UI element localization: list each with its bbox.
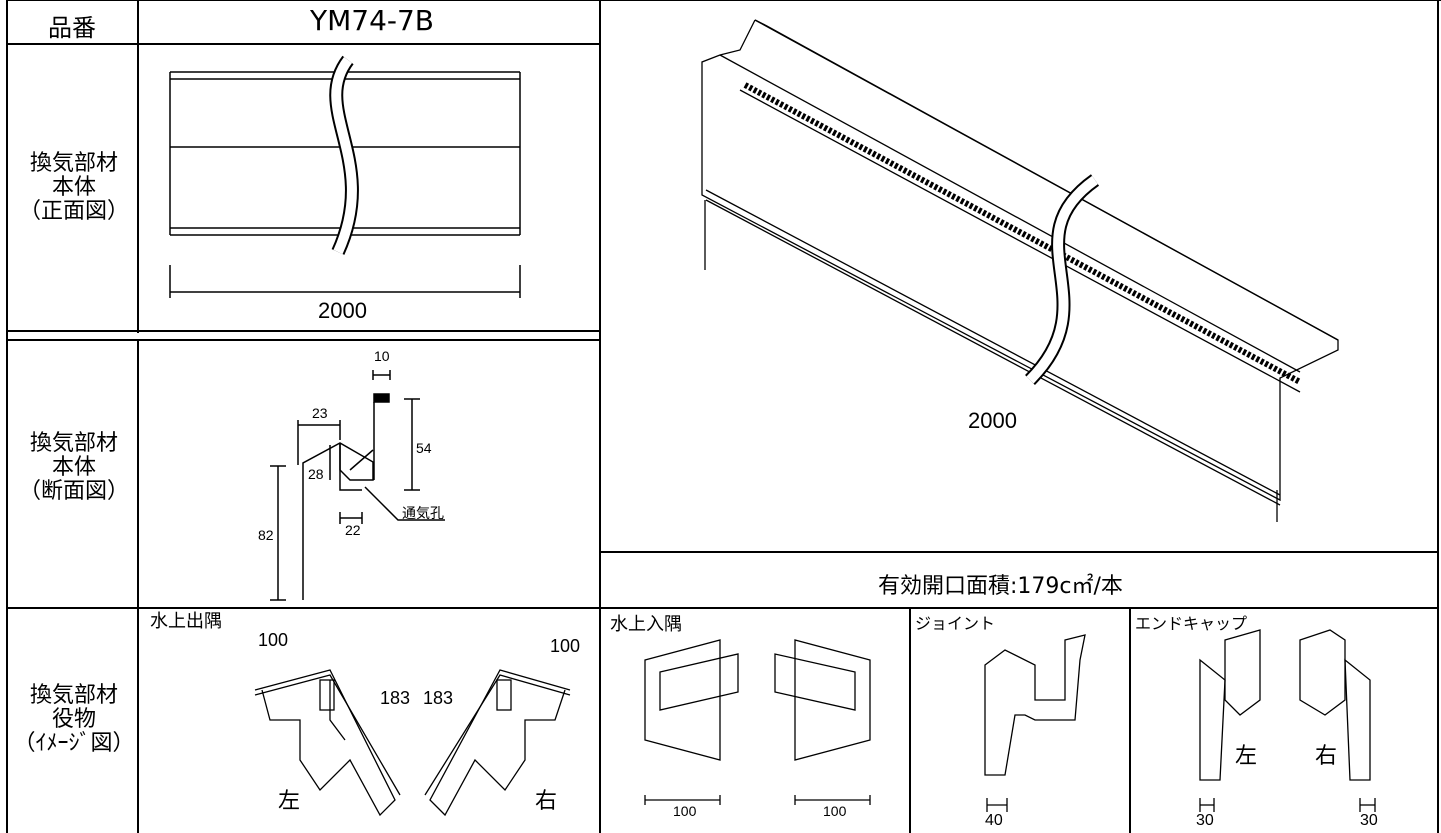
inner-corner-dim-right: 100	[823, 803, 847, 819]
end-cap-dim-right: 30	[1360, 812, 1378, 829]
section-view-label: 換気部材 本体 （断面図）	[12, 432, 136, 504]
label-line: （正面図）	[18, 199, 129, 224]
label-line: （ｲﾒｰｼﾞ図）	[13, 731, 135, 756]
dim-height-upper: 54	[416, 440, 432, 456]
label-line: 換気部材	[29, 431, 118, 456]
front-view-label: 換気部材 本体 （正面図）	[12, 152, 136, 224]
dim-inner-height: 28	[308, 466, 324, 482]
end-cap-right-label: 右	[1315, 744, 1338, 769]
inner-corner-title: 水上入隅	[610, 614, 682, 635]
end-cap-left-label: 左	[1235, 744, 1258, 769]
part-no-value: YM74-7B	[310, 4, 435, 37]
outer-corner-len-right: 183	[423, 688, 454, 708]
label-line: 役物	[51, 707, 96, 732]
front-view-drawing	[169, 55, 521, 298]
dim-flange: 23	[312, 405, 328, 421]
label-line: （断面図）	[18, 479, 129, 504]
outer-corner-dim-left: 100	[258, 630, 289, 650]
label-line: 本体	[51, 175, 96, 200]
section-view-drawing	[270, 370, 445, 601]
accessory-drawings	[254, 629, 1376, 817]
front-length: 2000	[318, 298, 367, 323]
outer-corner-left-label: 左	[278, 789, 301, 814]
outer-corner-right-label: 右	[535, 789, 558, 814]
accessory-label: 換気部材 役物 （ｲﾒｰｼﾞ図）	[12, 684, 136, 756]
inner-corner-dim-left: 100	[673, 803, 697, 819]
joint-title: ジョイント	[915, 614, 996, 633]
label-line: 本体	[51, 455, 96, 480]
label-line: 換気部材	[29, 683, 118, 708]
opening-area: 有効開口面積:179c㎡/本	[878, 574, 1123, 599]
end-cap-title: エンドキャップ	[1135, 614, 1248, 633]
end-cap-dim-left: 30	[1196, 812, 1214, 829]
dim-top-width: 10	[374, 348, 390, 364]
label-line: 換気部材	[29, 151, 118, 176]
outer-corner-title: 水上出隅	[150, 611, 222, 632]
perspective-length: 2000	[968, 408, 1017, 433]
outer-corner-dim-right: 100	[550, 636, 581, 656]
part-no-label: 品番	[48, 14, 96, 42]
vent-hole-label: 通気孔	[402, 506, 444, 522]
joint-dim: 40	[985, 812, 1003, 829]
dim-bottom-width: 22	[345, 522, 361, 538]
perspective-drawing	[701, 19, 1339, 522]
dim-total-height: 82	[258, 527, 274, 543]
outer-corner-len-left: 183	[380, 688, 411, 708]
